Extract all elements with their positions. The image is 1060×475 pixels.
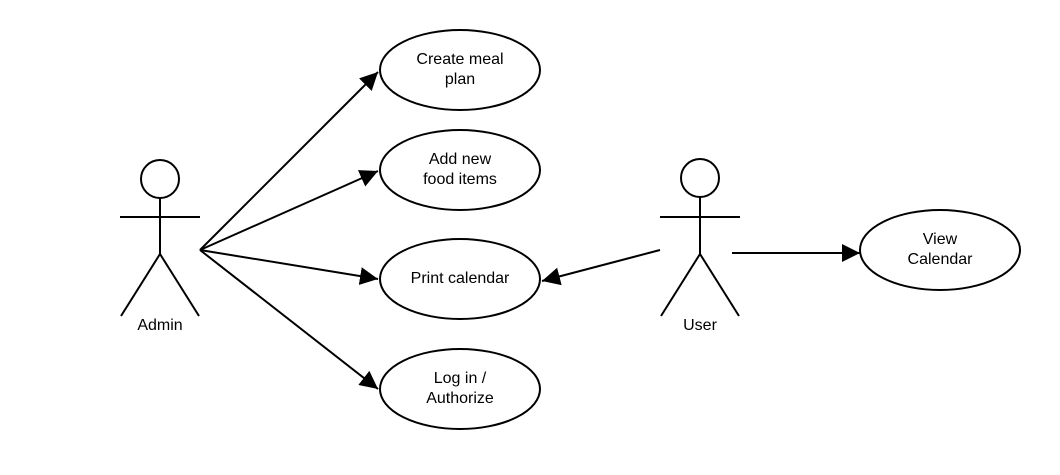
association-admin-add-new-food-items — [199, 170, 379, 251]
use-case-add-new-food-items-label: Add new food items — [423, 151, 497, 188]
use-case-add-new-food-items-ellipse — [379, 129, 541, 211]
association-admin-create-meal-plan — [199, 71, 379, 251]
use-case-view-calendar-ellipse — [859, 209, 1021, 291]
use-case-log-in-authorize-ellipse — [379, 348, 541, 430]
actor-user-figure — [660, 158, 740, 317]
use-case-create-meal-plan-label: Create meal plan — [416, 51, 504, 88]
association-admin-print-calendar — [199, 249, 379, 285]
use-case-print-calendar-ellipse — [379, 238, 541, 320]
use-case-view-calendar-label: View Calendar — [907, 231, 973, 268]
association-user-print-calendar — [541, 249, 661, 286]
use-case-log-in-authorize-label: Log in / Authorize — [426, 370, 494, 407]
actor-user-label: User — [683, 317, 717, 334]
use-case-print-calendar-label: Print calendar — [410, 270, 510, 287]
use-case-create-meal-plan-ellipse — [379, 29, 541, 111]
actor-admin-label: Admin — [137, 317, 183, 334]
association-admin-log-in-authorize — [199, 249, 379, 390]
actor-admin-figure — [120, 159, 200, 317]
